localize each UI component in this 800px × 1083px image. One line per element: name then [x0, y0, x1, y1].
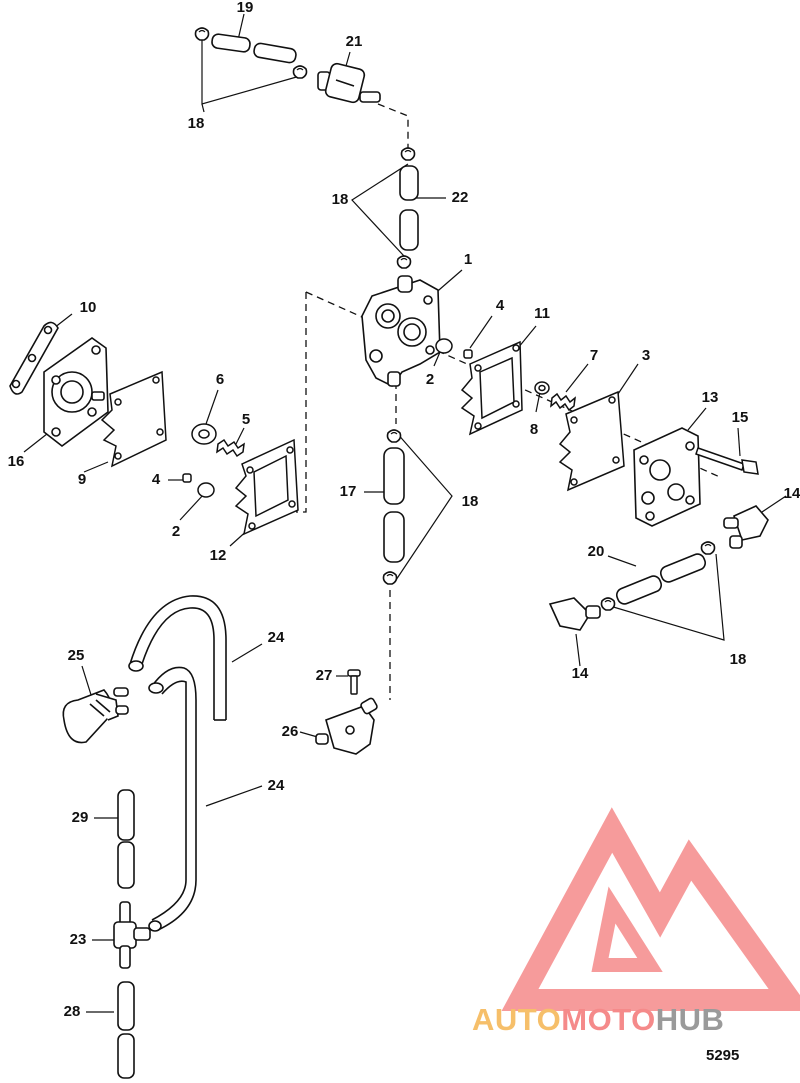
callout-24-lower: 24 [267, 777, 285, 794]
callout-13: 13 [701, 389, 719, 406]
gasket-11 [460, 340, 523, 436]
bolt-15 [695, 447, 759, 475]
watermark-logo [501, 807, 800, 1011]
callout-15: 15 [731, 409, 749, 426]
tee-fitting-assembly [113, 789, 151, 1079]
small-parts-middle [435, 338, 473, 359]
callout-28: 28 [63, 1003, 81, 1020]
diaphragm-3 [558, 390, 625, 492]
callout-18-top: 18 [187, 115, 205, 132]
spring-and-washer [534, 381, 576, 412]
callout-14-right: 14 [783, 485, 800, 502]
watermark-moto: MOTO [561, 1002, 656, 1037]
callout-2-middle: 2 [425, 371, 435, 388]
leader-lines [23, 13, 787, 1013]
callout-8: 8 [529, 421, 539, 438]
callout-4-left: 4 [151, 471, 161, 488]
callout-21: 21 [345, 33, 363, 50]
pump-cover-16 [43, 337, 109, 448]
callout-27: 27 [315, 667, 333, 684]
watermark-auto: AUTO [472, 1002, 562, 1037]
hose-22 [396, 147, 419, 269]
callout-22: 22 [451, 189, 469, 206]
gasket-12 [234, 438, 299, 536]
fitting-26 [315, 697, 378, 755]
callout-25: 25 [67, 647, 85, 664]
callout-3: 3 [641, 347, 651, 364]
callout-10: 10 [79, 299, 97, 316]
callout-1: 1 [463, 251, 473, 268]
callout-14-bottom: 14 [571, 665, 589, 682]
elbow-fittings [548, 505, 769, 631]
pump-cover-13 [633, 427, 701, 527]
callout-12: 12 [209, 547, 227, 564]
callout-18-upper: 18 [331, 191, 349, 208]
callout-6: 6 [215, 371, 225, 388]
callout-5: 5 [241, 411, 251, 428]
callout-4-right: 4 [495, 297, 505, 314]
primer-bulb-25 [62, 687, 129, 744]
callout-18-middle: 18 [461, 493, 479, 510]
callout-11: 11 [534, 305, 550, 322]
hose-24 [128, 595, 227, 932]
callout-17: 17 [339, 483, 357, 500]
callout-18-right: 18 [729, 651, 747, 668]
callout-29: 29 [71, 809, 89, 826]
watermark-text: AUTOMOTOHUB [472, 1003, 724, 1037]
diaphragm-9 [100, 370, 167, 468]
fuel-pump-body [361, 275, 441, 388]
callout-19: 19 [236, 0, 254, 16]
callout-20: 20 [587, 543, 605, 560]
callout-16: 16 [7, 453, 25, 470]
callout-2-left: 2 [171, 523, 181, 540]
figure-number: 5295 [706, 1047, 740, 1064]
callout-26: 26 [281, 723, 299, 740]
callout-9: 9 [77, 471, 87, 488]
hose-20 [600, 541, 716, 611]
small-parts-left [182, 423, 245, 498]
callout-24-upper: 24 [267, 629, 285, 646]
callout-7: 7 [589, 347, 599, 364]
callout-23: 23 [69, 931, 87, 948]
bolt-27 [347, 669, 361, 695]
fuel-filter-assembly [194, 27, 381, 104]
hose-17 [382, 429, 405, 585]
watermark-hub: HUB [655, 1002, 725, 1037]
plate-10 [9, 321, 59, 395]
